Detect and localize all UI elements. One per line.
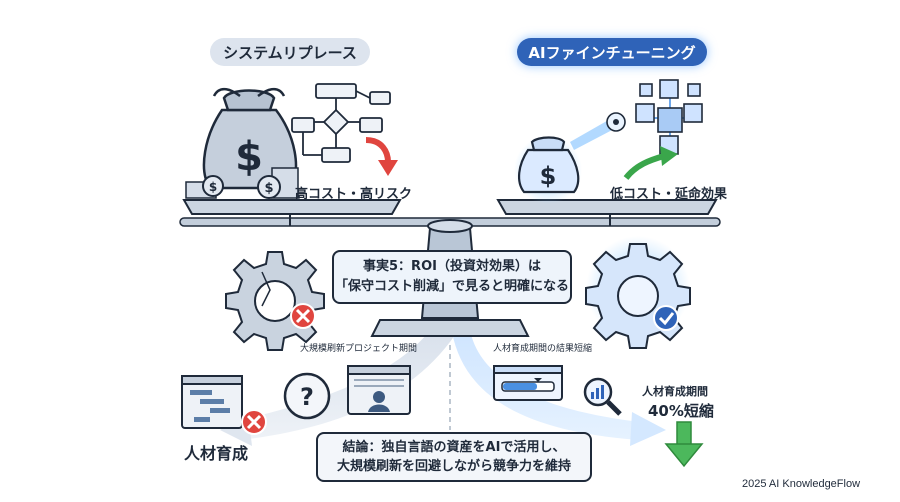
left-outcome-label: 人材育成 [184,444,249,463]
conclusion-box: 結論：独自言語の資産をAIで活用し、 大規模刷新を回避しながら競争力を維持 [316,432,592,482]
right-outcome-percent: 40%短縮 [648,402,714,420]
green-arrow-icon [623,146,678,180]
right-money-bag-icon: $ [518,136,580,194]
error-badge-icon [241,409,267,435]
fact-line-1: 事実5：ROI（投資対効果）は [363,259,541,274]
right-outcome-label: 人材育成期間 [642,385,708,398]
down-arrow-icon [664,421,704,468]
footer-credit: 2025 AI KnowledgeFlow [742,478,861,490]
header-ai-finetuning: AIファインチューニング [517,38,707,66]
coin-stack-icon: $ $ [185,167,299,199]
target-icon [606,112,626,132]
user-window-icon [347,365,411,415]
gear-check-icon [585,243,691,349]
gantt-chart-icon [181,375,243,429]
progress-bar-icon [493,365,563,401]
red-arrow-icon [365,137,398,176]
fact-box: 事実5：ROI（投資対効果）は 「保守コスト削減」で見ると明確になる [332,250,572,304]
svg-text:$: $ [209,180,217,194]
blockchain-cubes-icon [635,79,703,155]
question-clock-icon: ? [283,372,331,420]
magnify-chart-icon [583,377,622,416]
right-pan-caption: 低コスト・延命効果 [610,187,728,202]
error-badge-icon [290,303,316,329]
svg-text:$: $ [235,134,263,180]
left-pan-caption: 高コスト・高リスク [295,187,413,202]
right-period-label: 人材育成期間の結果短縮 [493,344,593,354]
beam [570,118,616,150]
gear-broken-icon [225,251,325,351]
conclusion-line-1: 結論：独自言語の資産をAIで活用し、 [342,440,566,455]
right-flow-path [452,330,666,446]
left-period-label: 大規模刷新プロジェクト期間 [300,344,418,354]
svg-text:$: $ [264,181,273,196]
svg-text:?: ? [300,383,314,411]
svg-text:$: $ [540,162,557,190]
fact-line-2: 「保守コスト削減」で見ると明確になる [334,279,569,294]
header-system-replace: システムリプレース [210,38,370,66]
conclusion-line-2: 大規模刷新を回避しながら競争力を維持 [336,459,571,474]
flowchart-icon [291,83,391,163]
